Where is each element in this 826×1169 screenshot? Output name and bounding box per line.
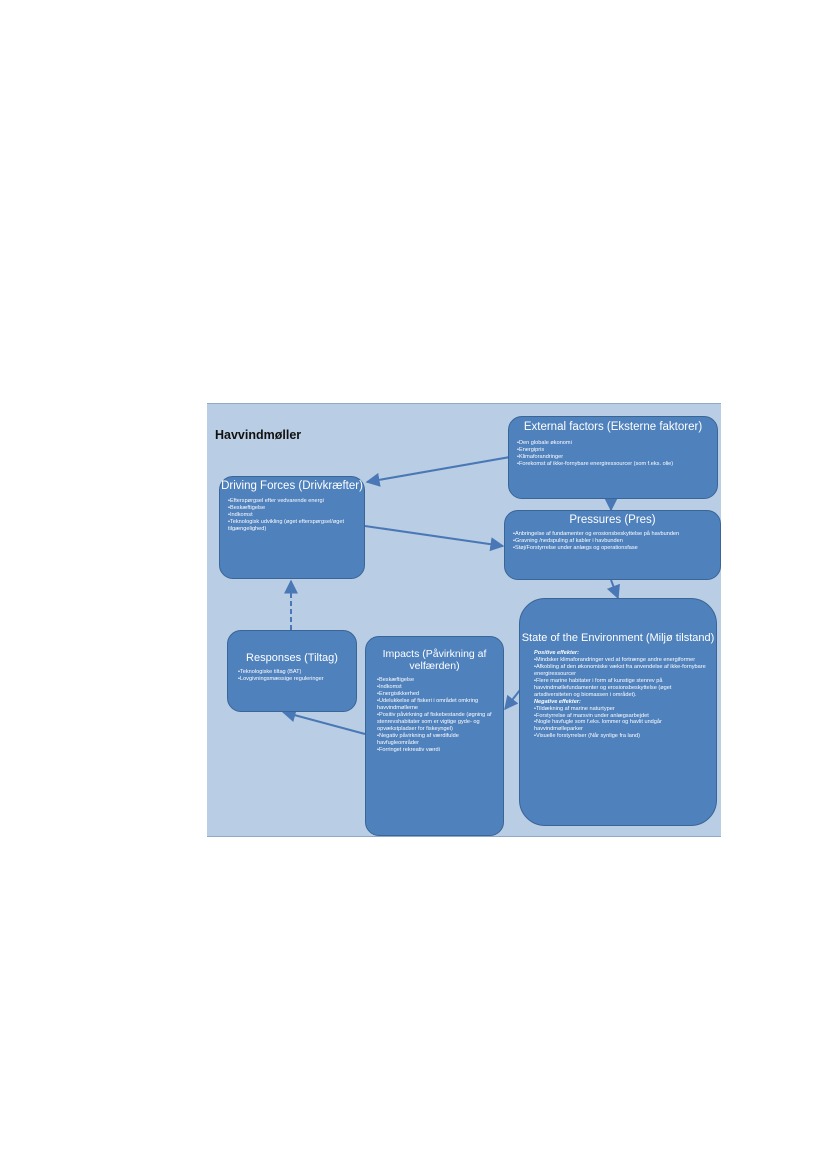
impacts-box: Impacts (Påvirkning af velfærden) •Beskæ… xyxy=(365,636,504,836)
list-item: •Energipris xyxy=(517,447,545,454)
positive-effects-label: Positive effekter: xyxy=(534,649,579,656)
list-item: •Efterspørgsel efter vedvarende energi xyxy=(228,498,324,505)
pressures-box: Pressures (Pres) •Anbringelse af fundame… xyxy=(504,510,721,580)
list-item: •Teknologisk udvikling (øget efterspørgs… xyxy=(228,519,345,533)
external-factors-title: External factors (Eksterne faktorer) xyxy=(523,421,703,433)
arrow-pressures-to-state xyxy=(606,579,620,600)
list-item: •Afkobling af den økonomiske vækst fra a… xyxy=(534,663,706,677)
arrow-state-to-impacts xyxy=(504,689,521,711)
list-item: •Nogle havfugle som f.eks. lommer og hav… xyxy=(534,719,662,733)
list-item: •Forstyrrelse af marsvin under anlægsarb… xyxy=(534,712,649,719)
list-item: •Anbringelse af fundamenter og erosionsb… xyxy=(513,531,680,538)
state-environment-list: Positive effekter: •Mindsker klimaforand… xyxy=(534,650,706,741)
diagram-panel: Havvindmøller External factors (Eksterne… xyxy=(207,403,721,837)
list-item: •Indkomst xyxy=(228,512,253,519)
list-item: •Forringet rekreativ værdi xyxy=(377,746,440,753)
driving-forces-list: •Efterspørgsel efter vedvarende energi •… xyxy=(228,498,356,533)
arrow-impacts-to-responses xyxy=(281,708,366,735)
pressures-list: •Anbringelse af fundamenter og erosionsb… xyxy=(513,531,712,552)
list-item: •Tildækning af marine naturtyper xyxy=(534,705,615,712)
responses-title: Responses (Tiltag) xyxy=(246,652,338,664)
pressures-title: Pressures (Pres) xyxy=(569,514,656,526)
diagram-title: Havvindmøller xyxy=(215,428,302,442)
list-item: •Udelukkelse af fiskeri i området omkrin… xyxy=(377,698,479,712)
responses-box: Responses (Tiltag) •Teknologiske tiltag … xyxy=(227,630,357,712)
list-item: •Mindsker klimaforandringer ved at fortr… xyxy=(534,656,696,663)
driving-forces-title: Driving Forces (Drivkræfter) xyxy=(221,480,363,492)
list-item: •Negativ påvirkning af værdifulde havfug… xyxy=(377,733,459,746)
list-item: •Lovgivningsmæssige reguleringer xyxy=(238,675,324,682)
list-item: •Beskæftigelse xyxy=(377,677,415,684)
driving-forces-box: Driving Forces (Drivkræfter) •Efterspørg… xyxy=(219,476,365,579)
list-item: •Indkomst xyxy=(377,684,402,691)
list-item: •Gravning /nedspuling af kabler i havbun… xyxy=(513,538,623,545)
list-item: •Positiv påvirkning af fiskebestande (øg… xyxy=(377,712,492,733)
impacts-list: •Beskæftigelse •Indkomst •Energisikkerhe… xyxy=(377,677,493,754)
list-item: •Visuelle forstyrrelser (Når synlige fra… xyxy=(534,733,640,740)
state-environment-title: State of the Environment (Miljø tilstand… xyxy=(521,632,715,644)
external-factors-box: External factors (Eksterne faktorer) •De… xyxy=(508,416,718,499)
arrow-external-to-driving xyxy=(365,456,511,487)
list-item: •Teknologiske tiltag (BAT) xyxy=(238,668,302,675)
list-item: •Beskæftigelse xyxy=(228,505,266,512)
list-item: •Energisikkerhed xyxy=(377,691,420,698)
arrow-driving-to-pressures xyxy=(364,525,505,552)
arrows-layer xyxy=(281,456,620,735)
list-item: •Forekomst af ikke-fornybare energiresso… xyxy=(517,461,674,468)
list-item: •Klimaforandringer xyxy=(517,454,564,461)
impacts-title: Impacts (Påvirkning af velfærden) xyxy=(382,648,487,673)
list-item: •Flere marine habitater i form af kunsti… xyxy=(534,677,672,698)
list-item: •Støj/Forstyrrelse under anlægs og opera… xyxy=(513,545,638,552)
negative-effects-label: Negative effekter: xyxy=(534,698,581,705)
external-factors-list: •Den globale økonomi •Energipris •Klimaf… xyxy=(517,440,709,468)
list-item: •Den globale økonomi xyxy=(517,440,572,447)
responses-list: •Teknologiske tiltag (BAT) •Lovgivningsm… xyxy=(238,669,346,683)
state-environment-box: State of the Environment (Miljø tilstand… xyxy=(519,598,717,826)
